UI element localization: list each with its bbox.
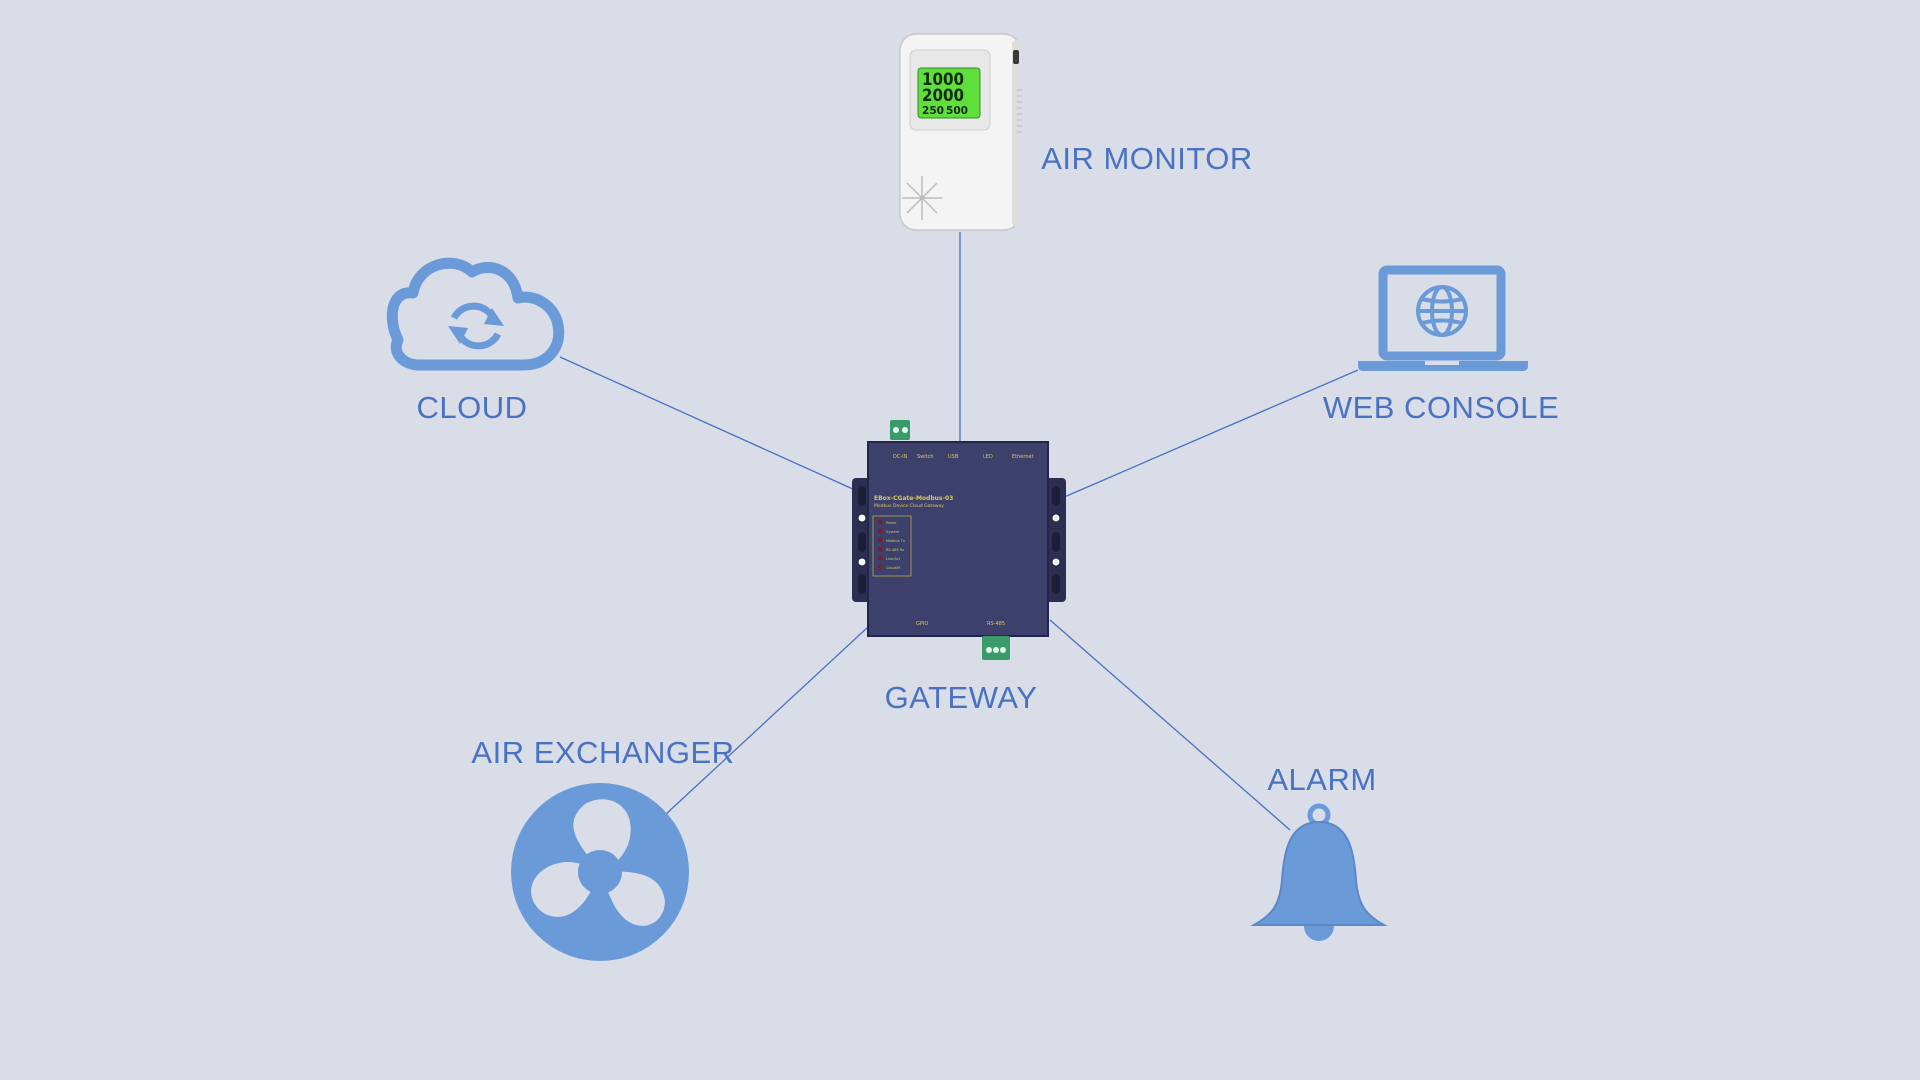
- gateway-label: GATEWAY: [884, 680, 1038, 715]
- gateway-led-cloud: Cloud/M: [886, 566, 900, 570]
- cloud-label: CLOUD: [416, 390, 528, 425]
- gateway-port-rs485: RS-485: [987, 621, 1005, 627]
- gateway-led-link: Link/Act: [886, 557, 901, 561]
- gateway-led-power: Power: [886, 521, 897, 525]
- link-gateway-cloud: [559, 356, 856, 491]
- gateway-model: EBox-CGate-Modbus-03: [874, 495, 953, 502]
- lcd-line-3a: 250: [922, 104, 944, 117]
- air-monitor-device: 1000 2000 250 500: [899, 33, 1022, 231]
- connections: [559, 232, 1359, 831]
- gateway-device: DC-IN Switch USB LED Ethernet EBox-CGate…: [852, 420, 1066, 660]
- gateway-led-system: System: [886, 530, 900, 534]
- alarm-label: ALARM: [1267, 762, 1377, 797]
- gateway-led-modbus: Modbus Tx: [886, 539, 905, 543]
- sensor-vent-icon: [902, 176, 942, 220]
- air-exchanger-label: AIR EXCHANGER: [471, 735, 735, 770]
- gateway-led-rs485: RS-485 Rx: [886, 548, 904, 552]
- lcd-line-3b: 500: [946, 104, 968, 117]
- lcd-line-1: 1000: [922, 70, 964, 90]
- cloud-sync-icon: [386, 257, 565, 371]
- gateway-port-gpio: GPIO: [916, 621, 928, 627]
- lcd-screen: [917, 67, 981, 119]
- lcd-line-2: 2000: [922, 86, 964, 106]
- gateway-port-usb: USB: [948, 454, 959, 460]
- gateway-port-ethernet: Ethernet: [1012, 454, 1034, 460]
- air-monitor-label: AIR MONITOR: [1041, 141, 1253, 176]
- fan-icon: [511, 783, 689, 961]
- gateway-subtitle: Modbus Device Cloud Gateway: [874, 503, 944, 509]
- link-gateway-web-console: [1061, 369, 1359, 499]
- power-terminal: [890, 420, 910, 440]
- bell-icon: [1250, 803, 1388, 941]
- gateway-port-led: LED: [983, 454, 993, 460]
- web-console-label: WEB CONSOLE: [1322, 390, 1560, 425]
- laptop-globe-icon: [1358, 265, 1528, 371]
- gateway-port-dcin: DC-IN: [893, 454, 908, 460]
- link-gateway-alarm: [1049, 619, 1291, 831]
- gateway-port-switch: Switch: [917, 454, 934, 460]
- link-gateway-air-exchanger: [664, 626, 869, 816]
